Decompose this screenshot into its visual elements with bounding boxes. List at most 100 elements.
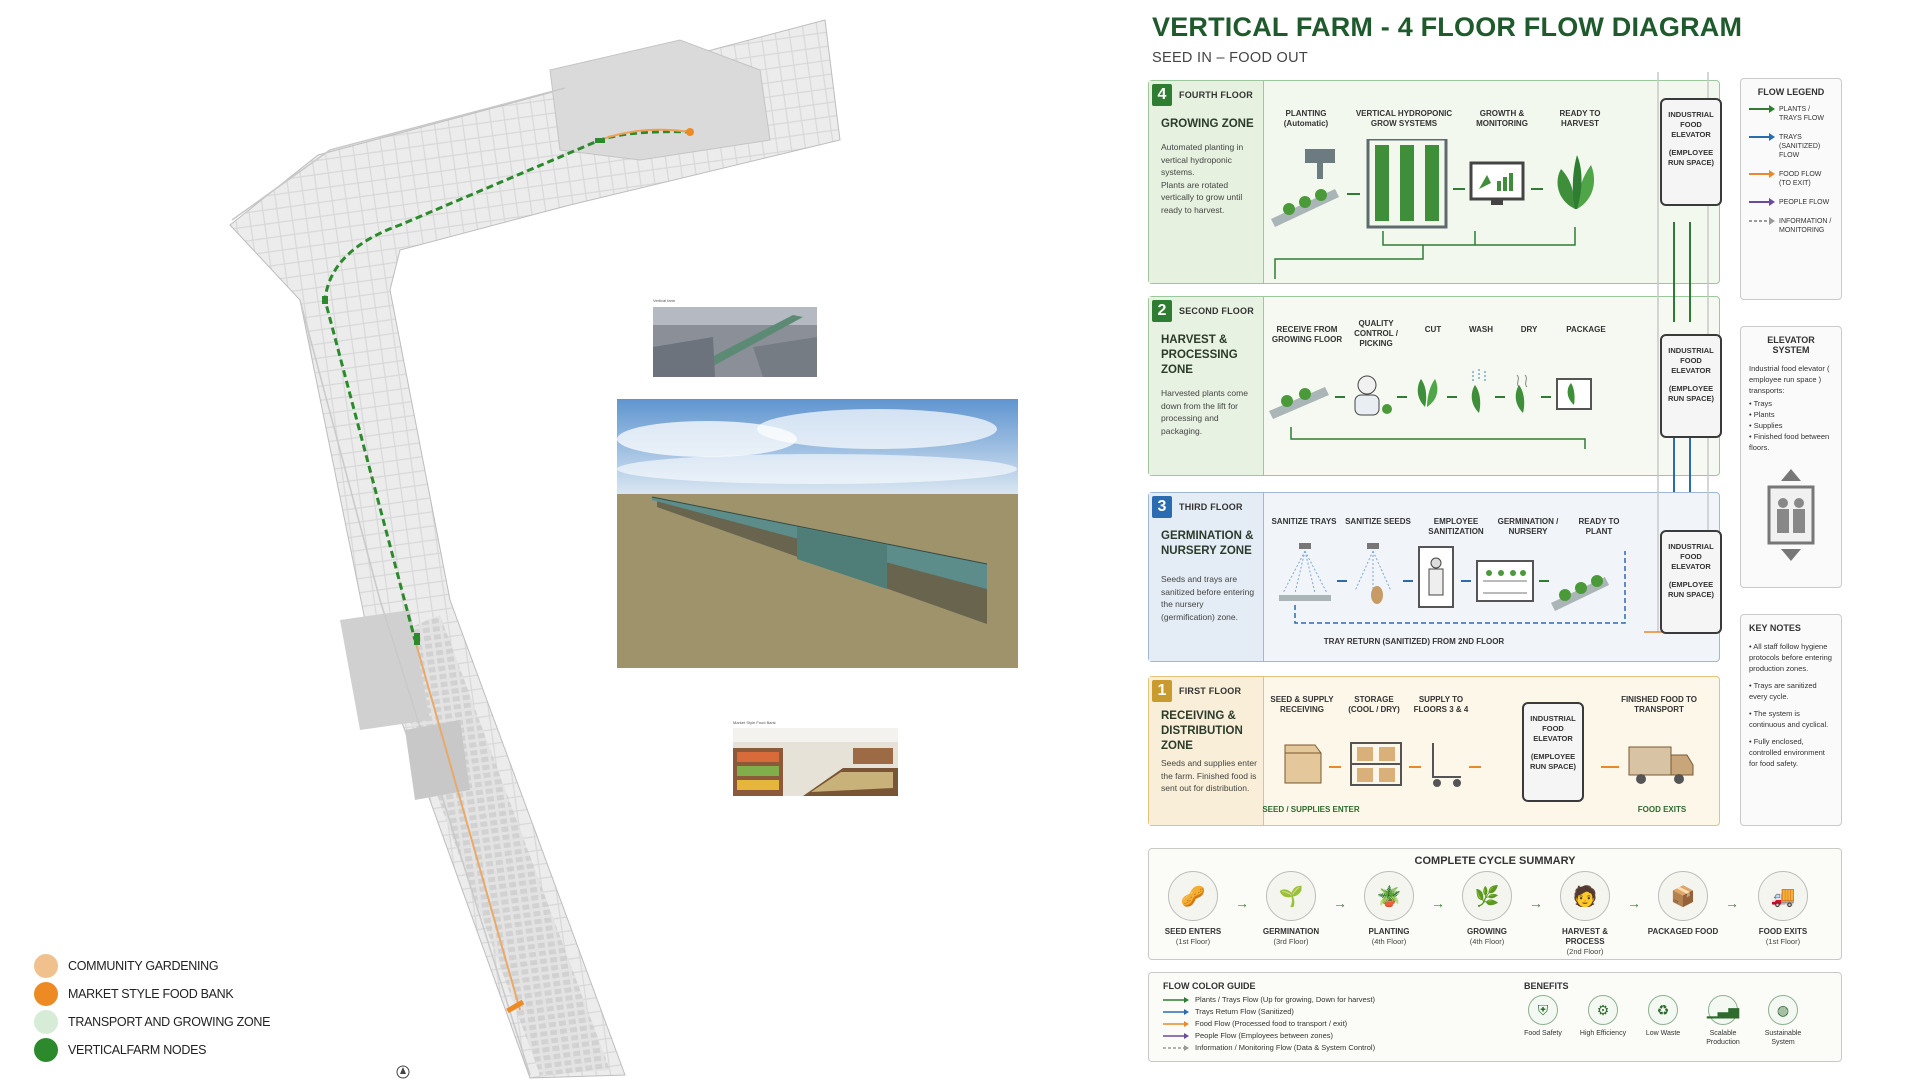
step-cut: CUT (1424, 325, 1442, 334)
elevator-title: INDUSTRIAL FOOD ELEVATOR (1530, 714, 1576, 743)
north-arrow-icon (396, 1065, 410, 1079)
cycle-step-label: GROWING (1467, 927, 1507, 936)
flow-diagram-panel: VERTICAL FARM - 4 FLOOR FLOW DIAGRAM SEE… (1148, 8, 1848, 1074)
color-guide-item: People Flow (Employees between zones) (1163, 1031, 1333, 1040)
benefit-label: Low Waste (1645, 1030, 1681, 1037)
legend-vertical-farm-nodes: VERTICALFARM NODES (34, 1036, 270, 1064)
sanitization-booth-icon (1418, 546, 1454, 608)
zone-description: Seeds and trays are sanitized before ent… (1161, 574, 1255, 622)
benefit-sustainable-system: ◍Sustainable System (1755, 995, 1811, 1047)
floor-1-process-graphic (1284, 742, 1694, 787)
truck-icon: 🚚 (1758, 871, 1808, 921)
storage-rack-icon (1350, 742, 1402, 786)
zone-title: GERMINATION & NURSERY ZONE (1161, 530, 1254, 557)
arrow-right-icon (1749, 198, 1775, 206)
cycle-step-floor: (1st Floor) (1175, 937, 1211, 946)
legend-market-food-bank: MARKET STYLE FOOD BANK (34, 980, 270, 1008)
legend-swatch (34, 954, 58, 978)
diagram-subtitle: SEED IN – FOOD OUT (1152, 50, 1309, 66)
site-plan-map (229, 19, 841, 1079)
step-planting: PLANTING (Automatic) (1283, 109, 1329, 128)
zone-title: RECEIVING & DISTRIBUTION ZONE (1161, 710, 1243, 752)
floor-2-process-graphic (1269, 369, 1592, 449)
nursery-tray-icon (1476, 560, 1534, 602)
aerial-photo (653, 307, 817, 377)
arrow-right-icon: → (1627, 895, 1641, 911)
cycle-step-floor: (2nd Floor) (1566, 947, 1604, 956)
benefit-label: Scalable Production (1706, 1030, 1740, 1046)
cycle-step-label: SEED ENTERS (1164, 927, 1222, 936)
color-guide-label: Food Flow (Processed food to transport /… (1195, 1019, 1348, 1028)
floor-4-process-graphic (1271, 139, 1595, 279)
step-growth-monitoring: GROWTH & MONITORING (1476, 109, 1528, 128)
step-sanitize-trays: SANITIZE TRAYS (1271, 517, 1337, 526)
arrow-right-icon (1749, 170, 1775, 178)
arrow-right-icon: → (1333, 895, 1347, 911)
elevator-system-item: • Trays (1749, 399, 1773, 408)
floor-number-badge: 3 (1152, 496, 1172, 518)
benefit-high-efficiency: ⚙High Efficiency (1575, 995, 1631, 1038)
floor-label: SECOND FLOOR (1179, 306, 1254, 316)
flow-legend-label: PEOPLE FLOW (1779, 199, 1830, 206)
diagram-title: VERTICAL FARM - 4 FLOOR FLOW DIAGRAM (1152, 12, 1743, 42)
cart-icon (1432, 743, 1461, 787)
color-guide-label: People Flow (Employees between zones) (1195, 1031, 1333, 1040)
sprout-icon: 🌱 (1266, 871, 1316, 921)
truck-icon (1628, 746, 1694, 784)
cut-plant-icon (1417, 379, 1438, 407)
step-employee-sanitization: EMPLOYEE SANITIZATION (1428, 517, 1484, 536)
elevator-subtitle: (EMPLOYEE RUN SPACE) (1667, 148, 1715, 167)
step-wash: WASH (1469, 325, 1493, 334)
cycle-step-label: HARVEST & PROCESS (1561, 927, 1609, 946)
arrow-right-icon (1163, 1032, 1189, 1039)
site-map-panel: Vertical farm (34, 19, 1018, 1079)
color-guide-label: Information / Monitoring Flow (Data & Sy… (1195, 1043, 1376, 1052)
elevator-subtitle: (EMPLOYEE RUN SPACE) (1667, 580, 1715, 599)
arrow-right-icon: → (1529, 895, 1543, 911)
transport-growing-line (323, 130, 693, 641)
elevator-subtitle: (EMPLOYEE RUN SPACE) (1529, 752, 1577, 771)
floor-4-panel: 4 FOURTH FLOOR GROWING ZONE Automated pl… (1148, 80, 1720, 284)
zone-description: Automated planting in vertical hydroponi… (1161, 142, 1244, 215)
flow-legend-item: INFORMATION / MONITORING (1749, 217, 1833, 235)
map-legend: COMMUNITY GARDENING MARKET STYLE FOOD BA… (34, 952, 270, 1064)
flow-legend-label: TRAYS (SANITIZED) FLOW (1779, 134, 1821, 159)
key-note-item: • Fully enclosed, controlled environment… (1749, 737, 1825, 768)
flow-color-guide-title: FLOW COLOR GUIDE (1163, 981, 1256, 991)
planting-machine-icon (1271, 149, 1339, 227)
food-bank-line (414, 639, 521, 1011)
step-sanitize-seeds: SANITIZE SEEDS (1345, 517, 1411, 526)
cycle-step-growing: 🌿GROWING(4th Floor) (1451, 871, 1523, 947)
step-supply-to-floors: SUPPLY TO FLOORS 3 & 4 (1413, 695, 1469, 714)
legend-label: MARKET STYLE FOOD BANK (68, 987, 234, 1001)
corridor-zone (229, 19, 841, 1079)
elevator-floor-1: INDUSTRIAL FOOD ELEVATOR (EMPLOYEE RUN S… (1522, 702, 1584, 802)
worker-icon (1354, 375, 1392, 416)
monitor-icon (1469, 161, 1525, 205)
vertical-farm-render (617, 399, 1018, 668)
elevator-floor-2: INDUSTRIAL FOOD ELEVATOR (EMPLOYEE RUN S… (1660, 334, 1722, 438)
step-ready-to-harvest: READY TO HARVEST (1559, 109, 1601, 128)
flow-legend-item: PEOPLE FLOW (1749, 198, 1833, 207)
step-finished-food: FINISHED FOOD TO TRANSPORT (1621, 695, 1697, 714)
legend-label: TRANSPORT AND GROWING ZONE (68, 1015, 271, 1029)
key-note-item: • All staff follow hygiene protocols bef… (1749, 642, 1832, 673)
floor-3-sidebar: 3 THIRD FLOOR GERMINATION & NURSERY ZONE… (1149, 493, 1264, 661)
elevator-floor-3: INDUSTRIAL FOOD ELEVATOR (EMPLOYEE RUN S… (1660, 530, 1722, 634)
arrow-right-icon (1163, 1020, 1189, 1027)
zone-description: Seeds and supplies enter the farm. Finis… (1161, 758, 1257, 793)
zone-description: Harvested plants come down from the lift… (1161, 388, 1248, 436)
floor-label: FIRST FLOOR (1179, 686, 1242, 696)
arrow-right-icon: → (1725, 895, 1739, 911)
legend-transport-growing-zone: TRANSPORT AND GROWING ZONE (34, 1008, 270, 1036)
color-guide-item: Food Flow (Processed food to transport /… (1163, 1019, 1347, 1028)
floor-3-process-graphic (1279, 543, 1626, 624)
benefit-label: High Efficiency (1579, 1030, 1627, 1037)
benefits-title: BENEFITS (1524, 981, 1569, 991)
step-ready-to-plant: READY TO PLANT (1578, 517, 1620, 536)
cycle-step-seed-enters: 🥜SEED ENTERS(1st Floor) (1157, 871, 1229, 947)
cycle-step-harvest: 🧑HARVEST & PROCESS(2nd Floor) (1549, 871, 1621, 957)
step-receive: RECEIVE FROM GROWING FLOOR (1271, 325, 1343, 344)
elevator-floor-4: INDUSTRIAL FOOD ELEVATOR (EMPLOYEE RUN S… (1660, 98, 1722, 206)
benefit-label: Food Safety (1524, 1030, 1562, 1037)
